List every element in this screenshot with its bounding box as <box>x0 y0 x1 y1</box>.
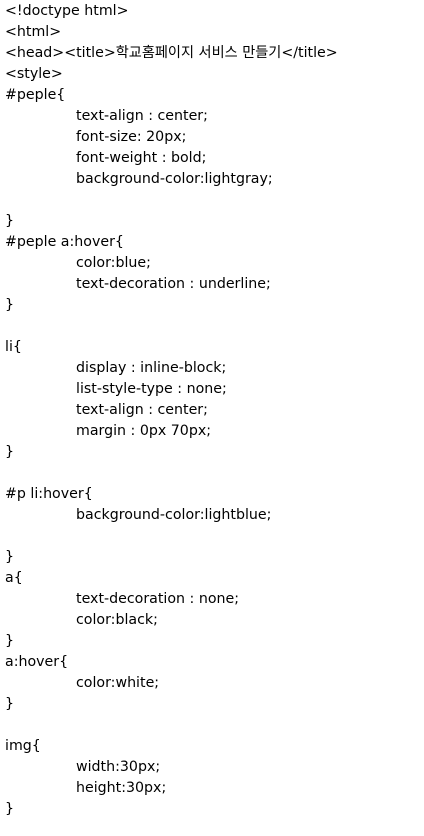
code-line: list-style-type : none; <box>76 381 227 397</box>
code-line: <style> <box>5 66 63 82</box>
code-line: } <box>5 801 15 817</box>
code-line: display : inline-block; <box>76 360 227 376</box>
code-line: a:hover{ <box>5 654 69 670</box>
code-line: } <box>5 696 15 712</box>
code-line: color:blue; <box>76 255 151 271</box>
code-line <box>5 190 424 211</box>
code-line: text-decoration : none; <box>76 591 240 607</box>
code-line: color:white; <box>76 675 160 691</box>
code-line: background-color:lightblue; <box>76 507 272 523</box>
code-line: li{ <box>5 339 22 355</box>
code-line: text-align : center; <box>76 108 208 124</box>
code-line: width:30px; <box>76 759 161 775</box>
code-line: <head><title>학교홈페이지 서비스 만들기</title> <box>5 45 338 61</box>
code-line: height:30px; <box>76 780 167 796</box>
code-line: } <box>5 297 15 313</box>
code-line <box>5 526 424 547</box>
code-line: <!doctype html> <box>5 3 129 19</box>
code-line <box>5 316 424 337</box>
code-line: text-decoration : underline; <box>76 276 271 292</box>
code-line <box>5 715 424 736</box>
code-line: margin : 0px 70px; <box>76 423 212 439</box>
code-line: #p li:hover{ <box>5 486 93 502</box>
code-line: <html> <box>5 24 62 40</box>
code-line: color:black; <box>76 612 158 628</box>
code-document: <!doctype html> <html> <head><title>학교홈페이지… <box>5 1 424 820</box>
code-line: } <box>5 549 15 565</box>
code-line: a{ <box>5 570 23 586</box>
code-line: #peple{ <box>5 87 66 103</box>
code-line: font-weight : bold; <box>76 150 207 166</box>
code-line: text-align : center; <box>76 402 208 418</box>
code-line: } <box>5 633 15 649</box>
code-line: background-color:lightgray; <box>76 171 273 187</box>
code-line: font-size: 20px; <box>76 129 187 145</box>
code-line: img{ <box>5 738 41 754</box>
code-line: #peple a:hover{ <box>5 234 124 250</box>
code-line: } <box>5 444 15 460</box>
code-line <box>5 463 424 484</box>
code-line: } <box>5 213 15 229</box>
